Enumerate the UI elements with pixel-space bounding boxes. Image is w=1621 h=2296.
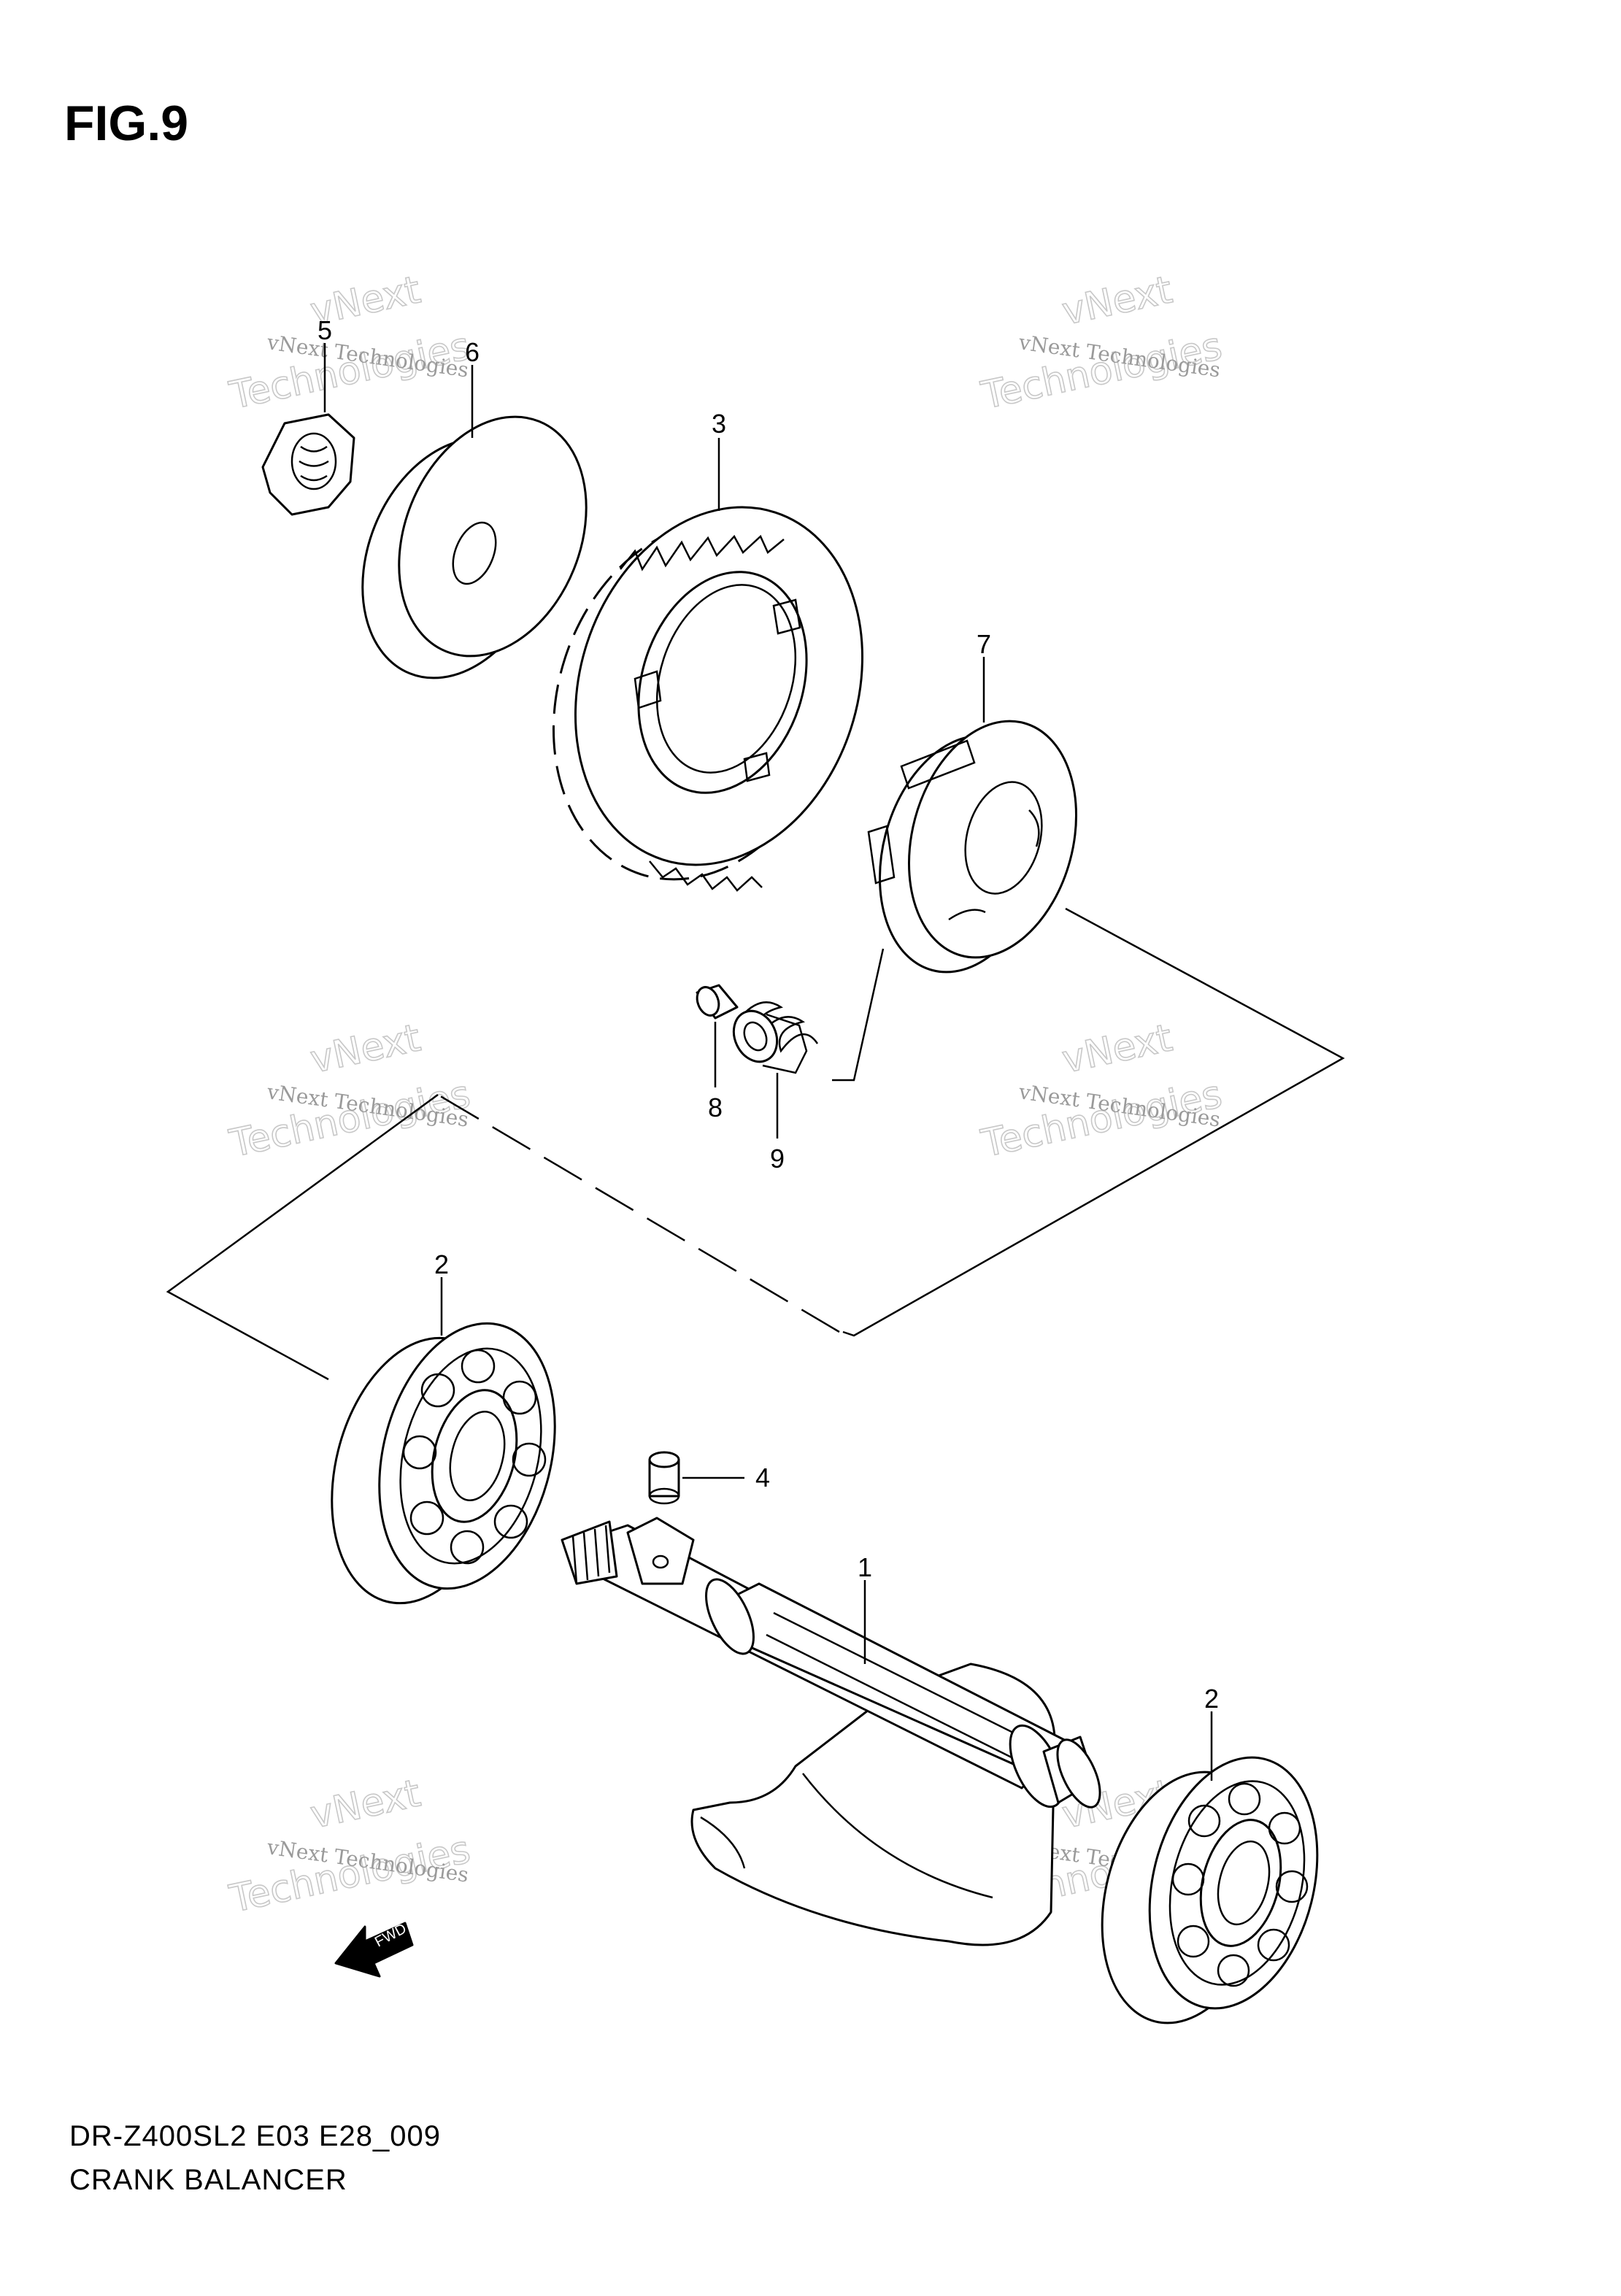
part-4-pin bbox=[648, 1451, 744, 1505]
figure-label: FIG.9 bbox=[64, 96, 189, 151]
model-code: DR-Z400SL2 E03 E28_009 bbox=[69, 2120, 441, 2152]
callout-part-3: 3 bbox=[712, 409, 726, 439]
callout-part-7: 7 bbox=[977, 629, 991, 659]
callout-part-2-left: 2 bbox=[434, 1249, 449, 1279]
callout-part-5: 5 bbox=[317, 315, 332, 345]
part-6-washer bbox=[361, 365, 588, 679]
svg-text:vNext: vNext bbox=[307, 1016, 424, 1082]
callout-part-4: 4 bbox=[755, 1463, 770, 1492]
svg-text:vNext: vNext bbox=[1058, 1016, 1176, 1082]
callout-part-1: 1 bbox=[858, 1552, 872, 1582]
callout-part-6: 6 bbox=[465, 337, 480, 367]
part-1-balancer-shaft bbox=[561, 1517, 1101, 1946]
watermark-top-left: vNext Technologies vNext Technologies bbox=[225, 268, 474, 419]
part-9-spring bbox=[732, 1001, 819, 1139]
watermark-mid-right: vNext Technologies vNext Technologies bbox=[977, 1016, 1226, 1167]
callout-part-8: 8 bbox=[708, 1093, 723, 1122]
callout-labels: 1 2 2 3 4 5 6 7 8 9 bbox=[317, 315, 1219, 1714]
watermark-bottom-left: vNext Technologies vNext Technologies bbox=[225, 1771, 474, 1922]
fwd-arrow-icon: FWD bbox=[334, 1921, 414, 1978]
part-8-pin bbox=[696, 984, 739, 1087]
part-5-nut bbox=[261, 343, 355, 516]
diagram-name: CRANK BALANCER bbox=[69, 2164, 347, 2196]
part-2-bearing-left bbox=[331, 1277, 556, 1605]
callout-part-2-right: 2 bbox=[1204, 1684, 1219, 1714]
watermark-top-right: vNext Technologies vNext Technologies bbox=[977, 268, 1226, 419]
part-2-bearing-right bbox=[1101, 1711, 1319, 2025]
callout-part-9: 9 bbox=[770, 1144, 785, 1174]
assembly-lines bbox=[166, 907, 1345, 1381]
svg-text:vNext: vNext bbox=[307, 1771, 424, 1837]
part-7-balancer-drive-hub bbox=[867, 657, 1078, 974]
watermark-mid-left: vNext Technologies vNext Technologies bbox=[225, 1016, 474, 1167]
part-3-balancer-gear bbox=[552, 438, 864, 892]
svg-text:vNext: vNext bbox=[1058, 268, 1176, 334]
